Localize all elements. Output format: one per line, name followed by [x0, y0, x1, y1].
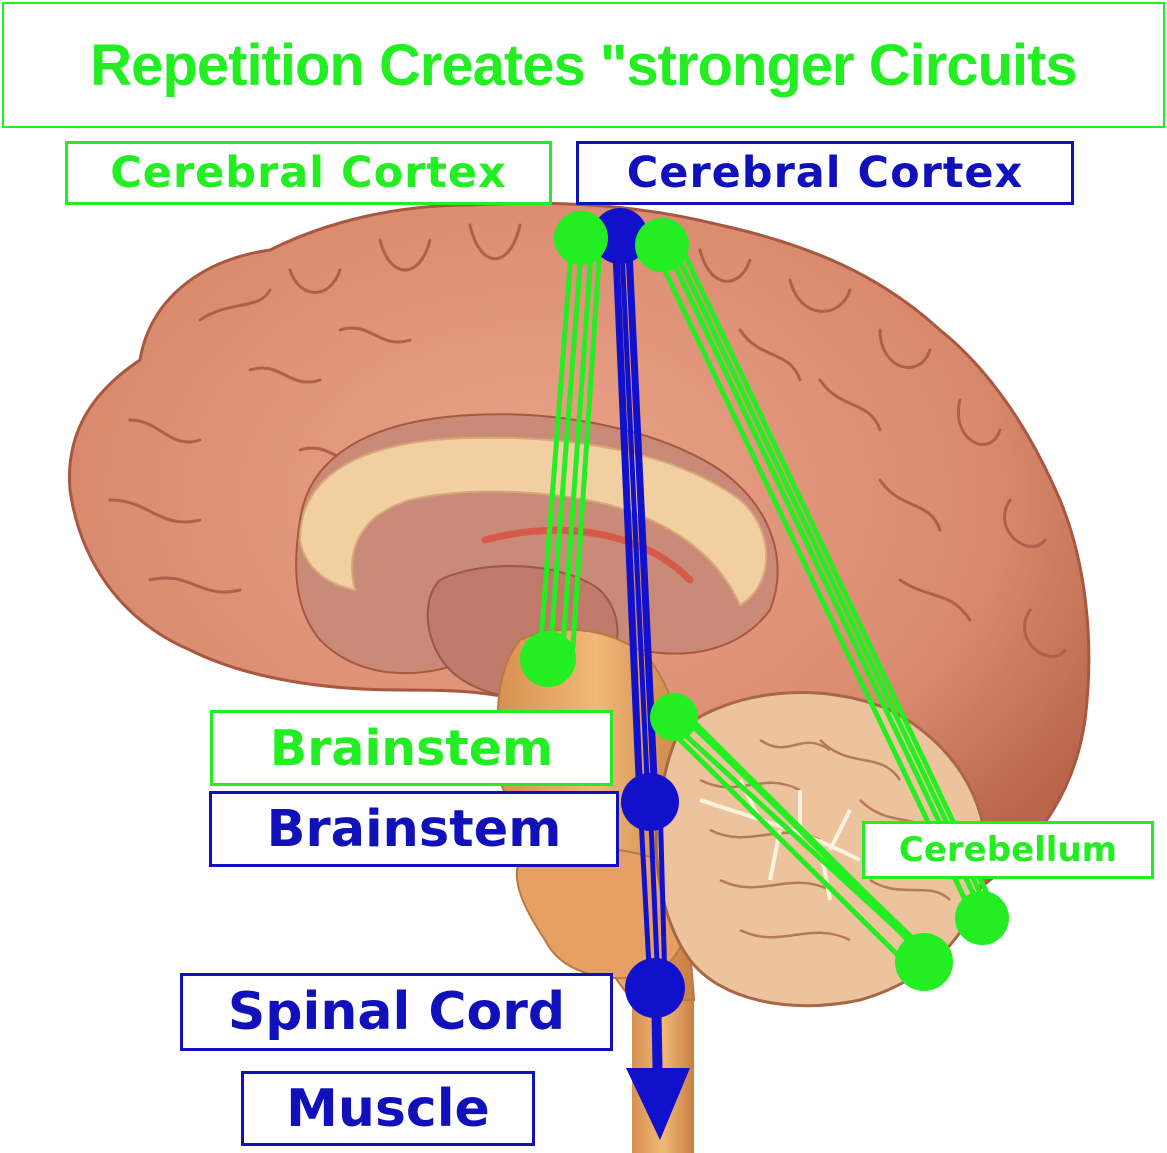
green-pathway	[537, 237, 1005, 975]
label-cerebral-cortex-blue: Cerebral Cortex	[576, 141, 1074, 205]
label-cerebellum: Cerebellum	[862, 821, 1154, 879]
neuron-node-icon	[625, 958, 685, 1018]
corpus-callosum-shape	[298, 436, 768, 607]
neuron-node-icon	[592, 208, 648, 264]
arrow-down-icon	[626, 1068, 690, 1140]
neuron-node-icon	[895, 933, 953, 991]
gyri-lines	[108, 223, 1067, 658]
label-brainstem-blue: Brainstem	[209, 791, 619, 867]
fornix-shape	[481, 526, 694, 584]
label-spinal-cord: Spinal Cord	[180, 973, 613, 1051]
arbor-vitae	[699, 779, 861, 901]
neuron-node-icon	[650, 693, 698, 741]
neuron-node-icon	[955, 891, 1009, 945]
neuron-node-icon	[554, 211, 608, 265]
page-title: Repetition Creates "stronger Circuits	[2, 2, 1165, 128]
neuron-node-icon	[520, 631, 576, 687]
label-cerebral-cortex-green: Cerebral Cortex	[65, 141, 552, 205]
neuron-node-icon	[635, 218, 689, 272]
neuron-node-icon	[621, 773, 679, 831]
label-muscle: Muscle	[241, 1071, 535, 1146]
label-brainstem-green: Brainstem	[210, 710, 613, 786]
